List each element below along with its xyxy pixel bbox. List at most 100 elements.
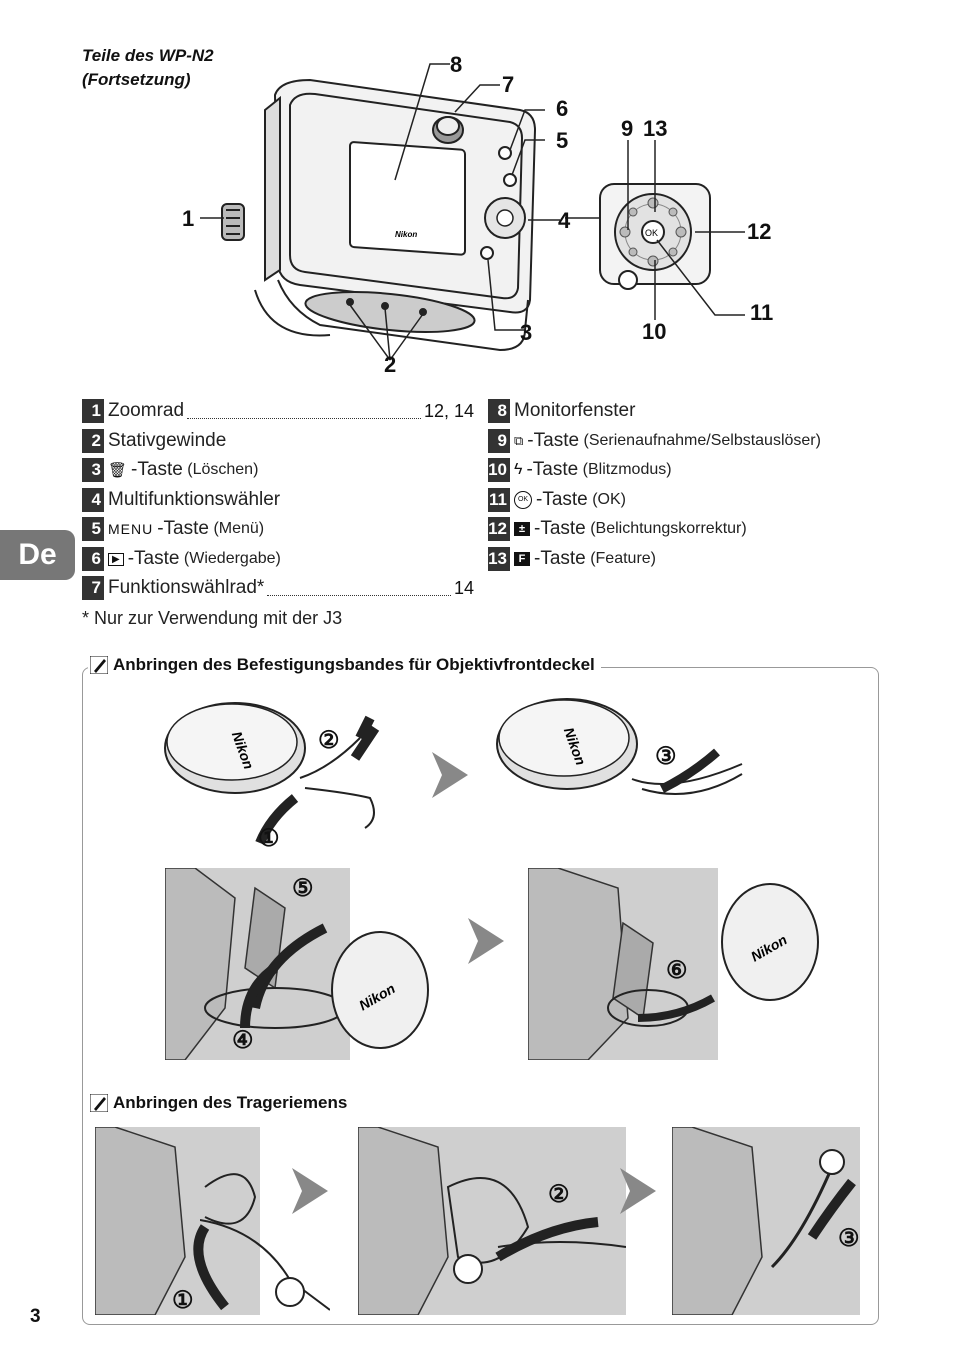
- arrow-right-4: [620, 1168, 656, 1214]
- page-ref: 12, 14: [423, 400, 474, 421]
- feature-icon: F: [514, 552, 530, 566]
- ok-icon: OK: [514, 491, 532, 509]
- delete-button: [480, 246, 494, 260]
- figure-caption: Teile des WP-N2 (Fortsetzung): [82, 44, 214, 92]
- callout-4: 4: [558, 208, 571, 233]
- ok-button-small: [496, 209, 514, 227]
- part-label: Stativgewinde: [108, 430, 227, 451]
- pencil-icon: [89, 655, 109, 675]
- part-row-2: 2 Stativgewinde: [82, 429, 226, 453]
- lens-cap-step-1-2: Nikon: [164, 702, 380, 845]
- callout-13: 13: [643, 116, 668, 141]
- part-sub: (OK): [592, 491, 626, 508]
- closeup-leaders: [565, 140, 745, 320]
- part-row-8: 8 Monitorfenster: [488, 399, 635, 423]
- part-row-12: 12 ± -Taste (Belichtungskorrektur): [488, 517, 747, 541]
- callout-10: 10: [642, 319, 667, 344]
- lens-cap-step-4-5: Nikon: [331, 931, 429, 1049]
- part-number: 10: [488, 458, 510, 482]
- part-row-7: 7 Funktionswählrad* 14: [82, 576, 474, 600]
- lens-cap-step-6: Nikon: [721, 883, 819, 1001]
- strap-step-3-label: ③: [838, 1225, 860, 1252]
- part-row-1: 1 Zoomrad 12, 14: [82, 399, 474, 423]
- part-number: 3: [82, 458, 104, 482]
- part-label: -Taste: [536, 489, 588, 510]
- strap-step-2-label: ②: [548, 1181, 570, 1208]
- section-title-lens-cap: Anbringen des Befestigungsbandes für Obj…: [88, 655, 601, 675]
- strap-step-3: [672, 1127, 860, 1315]
- part-number: 2: [82, 429, 104, 453]
- part-sub: (Wiedergabe): [183, 550, 281, 567]
- callout-2: 2: [384, 352, 397, 377]
- part-row-10: 10 ϟ -Taste (Blitzmodus): [488, 458, 672, 482]
- playback-button: [498, 146, 512, 160]
- part-number: 12: [488, 517, 510, 541]
- section-title-text: Anbringen des Trageriemens: [113, 1093, 348, 1112]
- housing-step-4-5: [165, 868, 350, 1060]
- arrow-right-3: [292, 1168, 328, 1214]
- callout-9: 9: [621, 116, 634, 141]
- part-number: 6: [82, 547, 104, 571]
- callout-11: 11: [750, 300, 774, 325]
- ok-button: [641, 220, 665, 244]
- callout-8: 8: [450, 52, 463, 77]
- callout-7: 7: [502, 72, 515, 97]
- housing-illustration: Nikon: [200, 63, 560, 361]
- part-label: -Taste: [157, 518, 209, 539]
- part-number: 11: [488, 488, 510, 512]
- callout-1: 1: [182, 206, 195, 231]
- part-sub: (Menü): [213, 520, 265, 537]
- part-label: Multifunktionswähler: [108, 489, 281, 510]
- part-label: -Taste: [534, 548, 586, 569]
- strap-step-2: [358, 1127, 626, 1315]
- exposure-button-mark: [675, 226, 687, 238]
- exposure-comp-icon: ±: [514, 522, 530, 536]
- housing-body: [254, 78, 537, 352]
- trash-icon: 🗑: [108, 462, 128, 479]
- housing-logo: Nikon: [395, 230, 417, 239]
- callout-3: 3: [520, 320, 533, 345]
- part-sub: (Belichtungskorrektur): [590, 520, 747, 537]
- step-1-label: ①: [258, 825, 280, 852]
- callout-12: 12: [747, 219, 772, 244]
- callout-6: 6: [556, 96, 569, 121]
- function-dial: [432, 116, 464, 144]
- delete-button-closeup: [618, 270, 638, 290]
- part-number: 5: [82, 517, 104, 541]
- strap-cord-1: [200, 1219, 330, 1311]
- housing-step-6: [528, 868, 718, 1060]
- lens-cap-step-3: Nikon: [496, 698, 743, 795]
- part-number: 7: [82, 576, 104, 600]
- part-row-9: 9 ⧉ -Taste (Serienaufnahme/Selbstauslöse…: [488, 429, 821, 453]
- part-number: 1: [82, 399, 104, 423]
- menu-icon: MENU: [108, 521, 154, 537]
- continuous-selftimer-icon: ⧉: [514, 433, 524, 448]
- menu-button: [503, 173, 517, 187]
- step-2-label: ②: [318, 727, 340, 754]
- caption-line-2: (Fortsetzung): [82, 70, 191, 89]
- part-label: -Taste: [526, 459, 579, 480]
- step-3-label: ③: [655, 743, 677, 770]
- part-label: -Taste: [534, 518, 586, 539]
- language-tab: De: [0, 530, 75, 580]
- step-5-label: ⑤: [292, 875, 314, 902]
- leader-dots: [187, 404, 421, 419]
- part-number: 13: [488, 547, 510, 571]
- part-label: -Taste: [131, 459, 183, 480]
- section-title-text: Anbringen des Befestigungsbandes für Obj…: [113, 655, 595, 674]
- strap-step-1: [95, 1127, 260, 1315]
- part-number: 4: [82, 488, 104, 512]
- page-number: 3: [30, 1306, 41, 1327]
- part-row-3: 3 🗑 -Taste (Löschen): [82, 458, 258, 482]
- part-row-13: 13 F -Taste (Feature): [488, 547, 656, 571]
- page-ref: 14: [453, 577, 474, 598]
- arrow-right-1: [432, 752, 468, 798]
- step-4-label: ④: [232, 1027, 254, 1054]
- callout-5: 5: [556, 128, 569, 153]
- strap-step-1-label: ①: [172, 1287, 194, 1314]
- part-label: -Taste: [127, 548, 180, 569]
- leader-lines: [200, 63, 560, 361]
- part-label: Monitorfenster: [514, 400, 636, 421]
- caption-line-1: Teile des WP-N2: [82, 46, 214, 65]
- part-row-5: 5 MENU -Taste (Menü): [82, 517, 264, 541]
